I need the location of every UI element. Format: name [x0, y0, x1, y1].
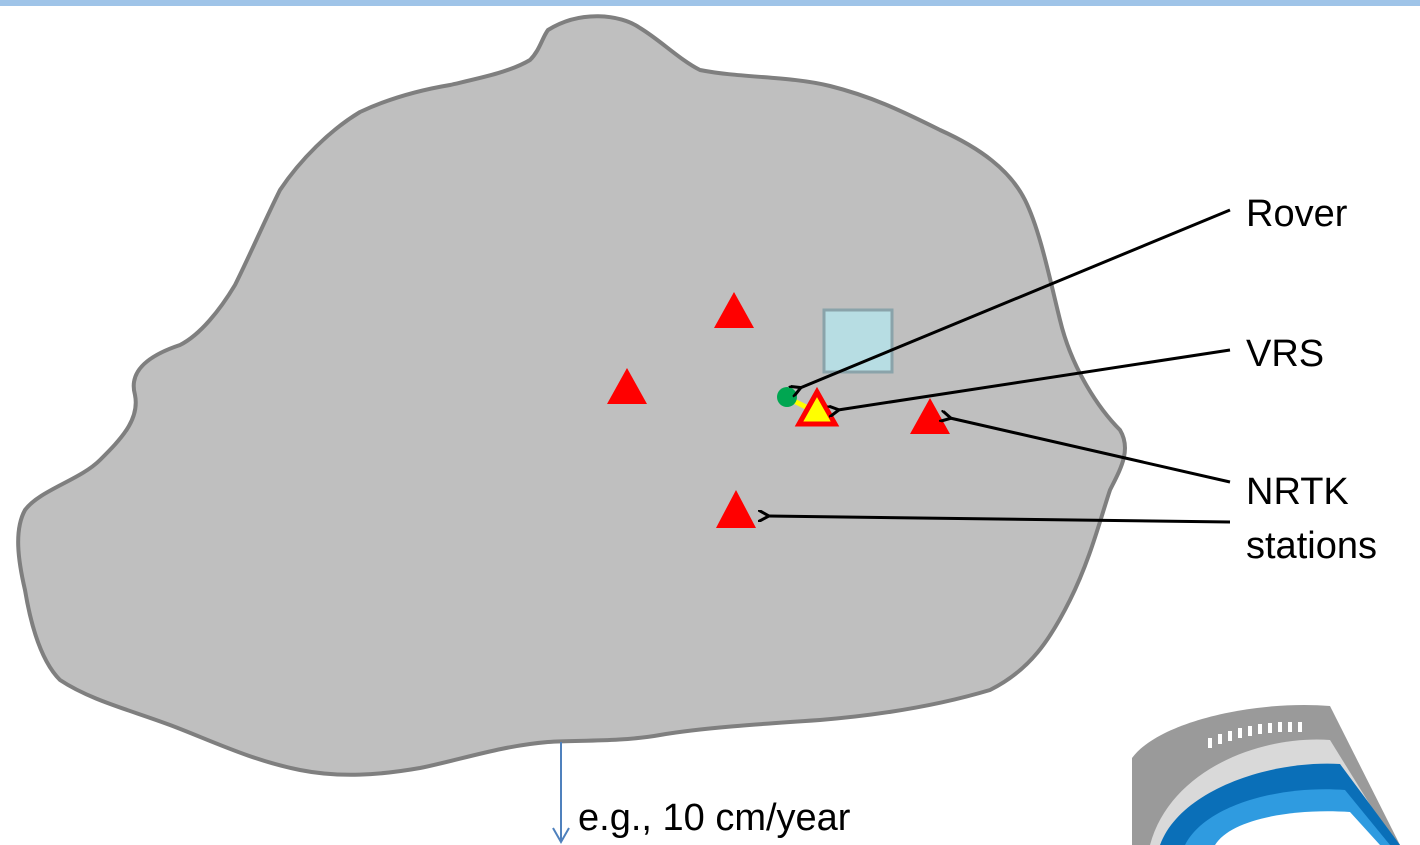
- nrtk-label-line1: NRTK: [1246, 471, 1349, 513]
- velocity-arrowhead: [552, 827, 570, 845]
- velocity-label: e.g., 10 cm/year: [578, 797, 851, 839]
- nrtk-arrow-upper: [950, 418, 1231, 484]
- rover-label: Rover: [1246, 193, 1348, 235]
- rover-arrow: [800, 208, 1231, 388]
- nrtk-label-line2: stations: [1246, 525, 1377, 567]
- reference-square: [822, 308, 894, 374]
- vrs-label: VRS: [1246, 333, 1325, 375]
- nrtk-arrow-lower: [768, 516, 1231, 524]
- rover-icon: [777, 387, 797, 407]
- landmass: [16, 14, 1127, 777]
- vrs-arrow: [838, 348, 1231, 410]
- stadium-logo: [1132, 704, 1400, 845]
- header-strip: [0, 0, 1420, 6]
- station-icon: [714, 292, 754, 328]
- station-icon: [910, 398, 950, 434]
- vrs-icon: [794, 386, 840, 427]
- station-icon: [716, 490, 756, 528]
- station-icon: [607, 368, 647, 404]
